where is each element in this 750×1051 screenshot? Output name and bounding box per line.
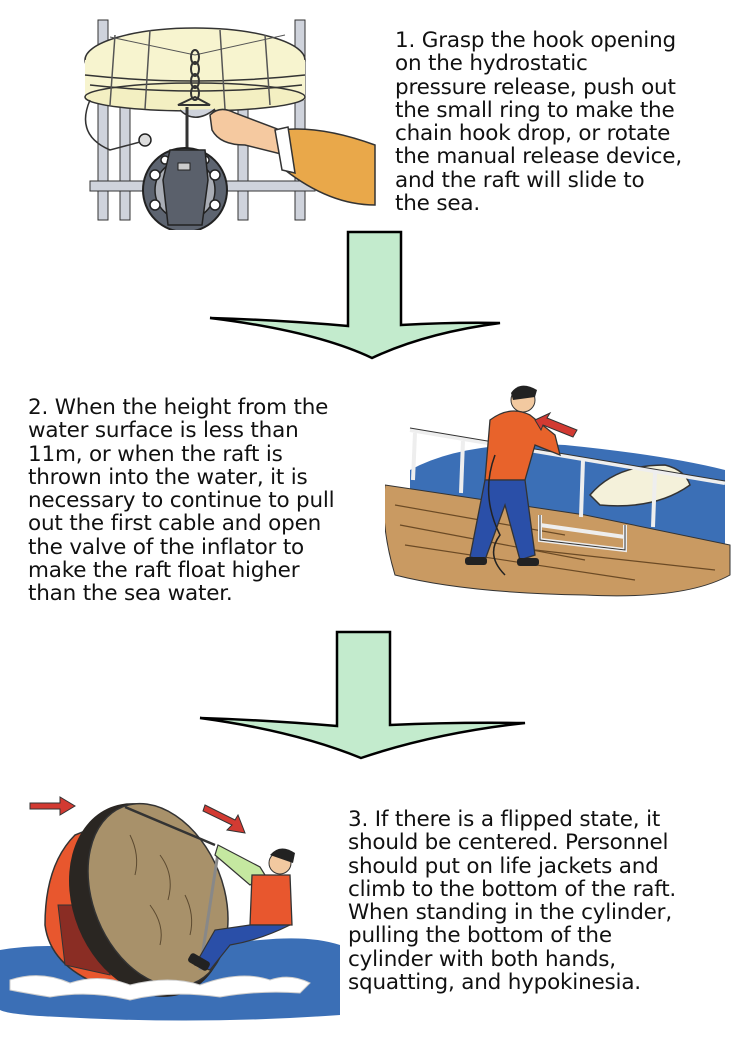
step-2-line: out the first cable and open bbox=[28, 511, 322, 537]
step-1-line: pressure release, push out bbox=[395, 74, 676, 100]
step-3-text: 3. If there is a flipped state, it shoul… bbox=[348, 807, 677, 996]
step-2-line: 11m, or when the raft is bbox=[28, 441, 283, 467]
step-3-line: cylinder with both hands, bbox=[348, 946, 616, 972]
illustration-man-on-deck bbox=[385, 385, 731, 597]
step-3-line: should be centered. Personnel bbox=[348, 830, 669, 856]
step-2-line: thrown into the water, it is bbox=[28, 464, 308, 490]
step-2-line: the valve of the inflator to bbox=[28, 534, 305, 560]
step-2-line: make the raft float higher bbox=[28, 558, 300, 584]
illustration-righting-raft bbox=[0, 796, 340, 1021]
step-3-line: squatting, and hypokinesia. bbox=[348, 970, 641, 996]
step-3-line: When standing in the cylinder, bbox=[348, 900, 672, 926]
down-arrow-icon bbox=[209, 230, 501, 360]
step-1-line: the small ring to make the bbox=[395, 97, 675, 123]
step-1-line: on the hydrostatic bbox=[395, 51, 588, 77]
step-2-text: 2. When the height from the water surfac… bbox=[28, 395, 335, 607]
step-1-line: the manual release device, bbox=[395, 144, 682, 170]
step-1-line: 1. Grasp the hook opening bbox=[395, 28, 676, 53]
step-1-line: and the raft will slide to bbox=[395, 167, 645, 193]
step-3-line: 3. If there is a flipped state, it bbox=[348, 807, 661, 832]
step-3-line: pulling the bottom of the bbox=[348, 923, 612, 949]
illustration-raft-canister bbox=[84, 19, 376, 230]
down-arrow-icon bbox=[199, 630, 526, 760]
step-2-line: water surface is less than bbox=[28, 418, 299, 444]
step-2-line: than the sea water. bbox=[28, 581, 233, 607]
step-3-line: should put on life jackets and bbox=[348, 853, 659, 879]
step-1-line: the sea. bbox=[395, 191, 480, 217]
step-2-line: 2. When the height from the bbox=[28, 395, 329, 420]
step-2-line: necessary to continue to pull bbox=[28, 488, 335, 514]
step-1-line: chain hook drop, or rotate bbox=[395, 121, 671, 147]
step-1-text: 1. Grasp the hook opening on the hydrost… bbox=[395, 28, 682, 217]
step-3-line: climb to the bottom of the raft. bbox=[348, 876, 677, 902]
